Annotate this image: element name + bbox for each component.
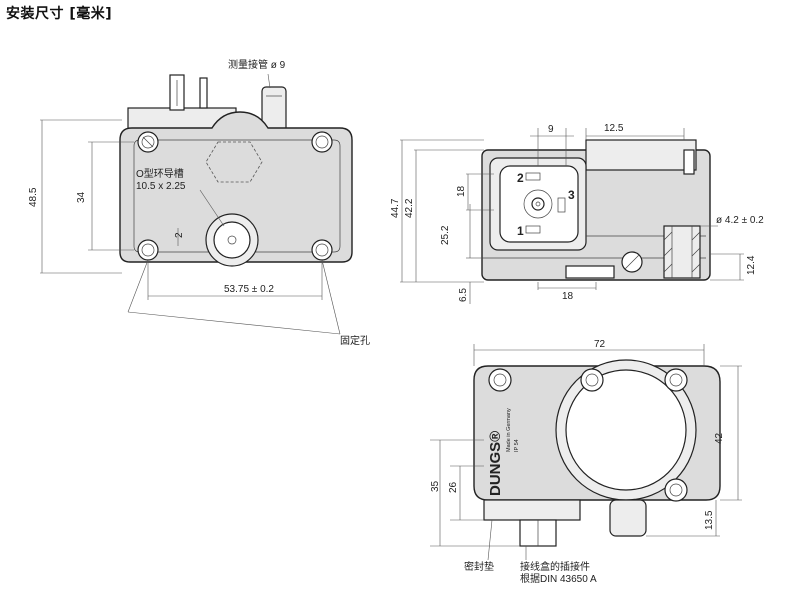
dim-42: 42 <box>714 432 725 444</box>
dim-48-5: 48.5 <box>28 187 39 207</box>
pin-1-label: 1 <box>517 224 524 238</box>
screw-icon <box>137 131 159 153</box>
seal-label: 密封垫 <box>464 560 494 573</box>
dim-53-75: 53.75 ± 0.2 <box>224 284 274 295</box>
pipe-bottom <box>609 499 647 537</box>
screw-icon <box>311 131 333 153</box>
connector-din-label: 根据DIN 43650 A <box>520 572 597 585</box>
hex-hidden <box>205 141 263 183</box>
dim-9: 9 <box>548 124 554 135</box>
ip-label: IP 54 <box>514 439 520 452</box>
holes-label: 固定孔 <box>340 334 370 347</box>
dim-44-7: 44.7 <box>390 198 401 218</box>
screw-icon <box>488 368 512 392</box>
front-view: 48.5 34 53.75 ± 0.2 2 测量接管 ø 9 O型环导槽 10.… <box>28 58 370 347</box>
dim-72: 72 <box>594 339 606 350</box>
oring-size-label: 10.5 x 2.25 <box>136 181 186 192</box>
connector-label: 接线盒的插接件 <box>520 560 590 573</box>
side-view: 2 1 3 9 12.5 44.7 42.2 <box>390 123 764 304</box>
dim-2: 2 <box>174 232 185 238</box>
front-housing <box>119 111 353 263</box>
screw-icon <box>580 368 604 392</box>
made-in-label: Made in Germany <box>506 408 512 452</box>
dim-42-2: 42.2 <box>404 198 415 218</box>
dim-18-h: 18 <box>562 291 574 302</box>
dim-26: 26 <box>448 481 459 493</box>
top-view: DUNGS® Made in Germany IP 54 72 42 35 26… <box>430 339 742 585</box>
mounting-hole-icon <box>311 239 333 261</box>
oring-label: O型环导槽 <box>136 167 184 180</box>
page-title: 安装尺寸 [毫米] <box>6 6 113 22</box>
dim-34: 34 <box>76 191 87 203</box>
dim-12-5: 12.5 <box>604 123 624 134</box>
dim-6-5: 6.5 <box>458 288 469 302</box>
dim-13-5: 13.5 <box>704 510 715 530</box>
dim-18-v: 18 <box>456 185 467 197</box>
dim-35: 35 <box>430 480 441 492</box>
screw-icon <box>664 368 688 392</box>
mounting-hole-icon <box>137 239 159 261</box>
pin-2-label: 2 <box>517 171 524 185</box>
pin-3-label: 3 <box>568 188 575 202</box>
brand-logo: DUNGS® <box>487 431 504 496</box>
dim-25-2: 25.2 <box>440 225 451 245</box>
dim-12-4: 12.4 <box>746 255 757 275</box>
pipe-label: 测量接管 ø 9 <box>228 58 286 71</box>
screw-icon <box>664 478 688 502</box>
dim-hole: ø 4.2 ± 0.2 <box>716 215 764 226</box>
